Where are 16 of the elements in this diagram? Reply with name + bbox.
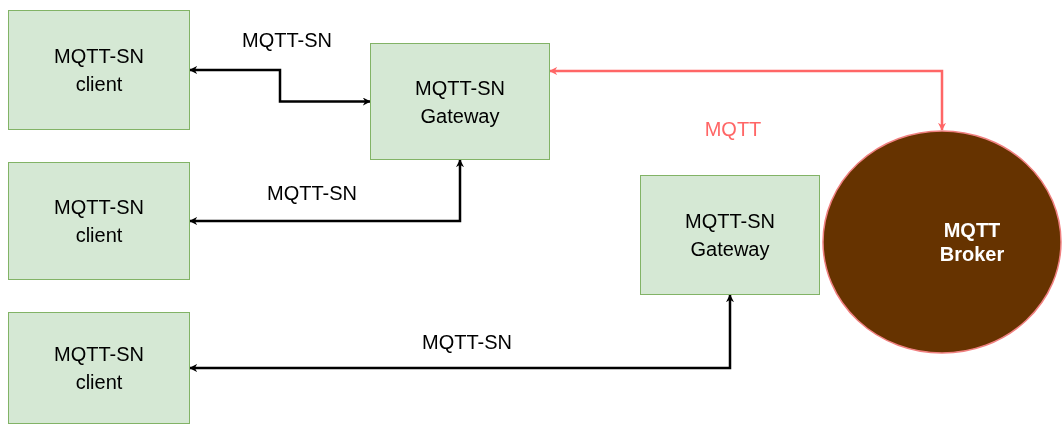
process-box xyxy=(8,10,190,130)
arrow xyxy=(189,294,734,372)
process-box xyxy=(640,175,820,295)
process-box xyxy=(8,312,190,424)
node-label: MQTT-SN client xyxy=(53,44,145,97)
process-box xyxy=(370,43,550,160)
node-label: MQTT-SN client xyxy=(53,195,145,248)
broker-ellipse xyxy=(822,130,1062,354)
node-label: MQTT-SN Gateway xyxy=(684,209,776,262)
node-label: MQTT Broker xyxy=(938,218,1006,266)
arrow xyxy=(189,66,371,106)
arrow xyxy=(549,67,946,131)
arrow xyxy=(189,159,464,225)
process-box xyxy=(8,162,190,280)
node-label: MQTT-SN client xyxy=(53,342,145,395)
node-label: MQTT-SN Gateway xyxy=(414,75,506,129)
